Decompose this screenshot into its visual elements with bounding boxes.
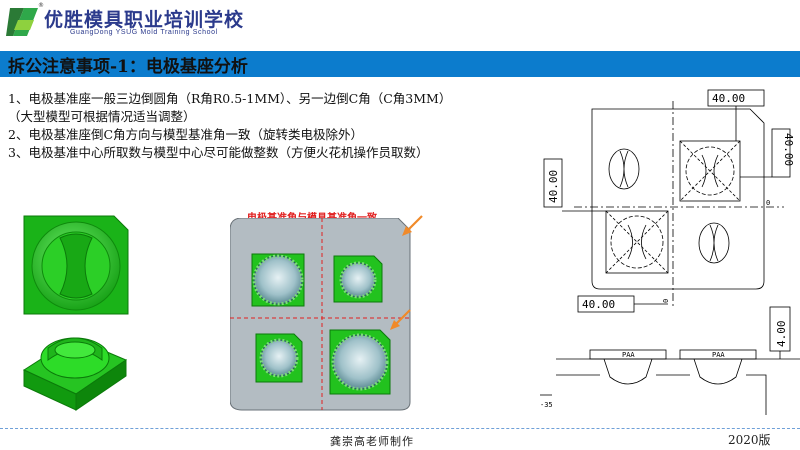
footer-author: 龚崇高老师制作 [330, 435, 414, 448]
section-offset-label: -35 [540, 401, 553, 409]
zero-bottom-label: 0 [662, 299, 670, 303]
school-logo-icon [6, 8, 38, 36]
school-name-cn: 优胜模具职业培训学校 [44, 9, 245, 31]
mold-plate-electrode-image [230, 218, 411, 411]
electrode-render-image [22, 215, 129, 411]
dim-right-label: 40.00 [782, 133, 795, 166]
title-bar [0, 51, 800, 77]
reference-arrow-icons [390, 215, 423, 330]
dim-top-label: 40.00 [712, 92, 745, 105]
dim-left-label: 40.00 [547, 170, 560, 203]
electrode-engineering-drawing: 40.00 40.00 40.00 40.00 4.00 0 0 -35 PAA… [540, 89, 800, 415]
footer-version: 2020版 [728, 433, 771, 447]
section-tag-right: PAA [712, 351, 725, 359]
note-line-3: 2、电极基准座倒C角方向与模型基准角一致（旋转类电极除外） [8, 127, 364, 142]
dim-bottom-label: 40.00 [582, 298, 615, 311]
dim-side-label: 4.00 [775, 321, 788, 348]
note-line-1: 1、电极基准座一般三边倒圆角（R角R0.5-1MM）、另一边倒C角（C角3MM） [8, 91, 452, 106]
header-bar [0, 0, 800, 42]
school-name-en: GuangDong YSUG Mold Training School [70, 29, 218, 36]
slide-title: 拆公注意事项-1：电极基座分析 [8, 57, 248, 77]
zero-right-label: 0 [766, 199, 770, 207]
section-tag-left: PAA [622, 351, 635, 359]
footer-divider [0, 428, 800, 429]
note-line-4: 3、电极基准中心所取数与模型中心尽可能做整数（方便火花机操作员取数） [8, 145, 429, 160]
note-line-2: （大型模型可根据情况适当调整） [8, 109, 196, 124]
dim-left-box [543, 158, 563, 208]
dim-right-box [771, 128, 791, 178]
registered-mark: ® [38, 2, 44, 9]
